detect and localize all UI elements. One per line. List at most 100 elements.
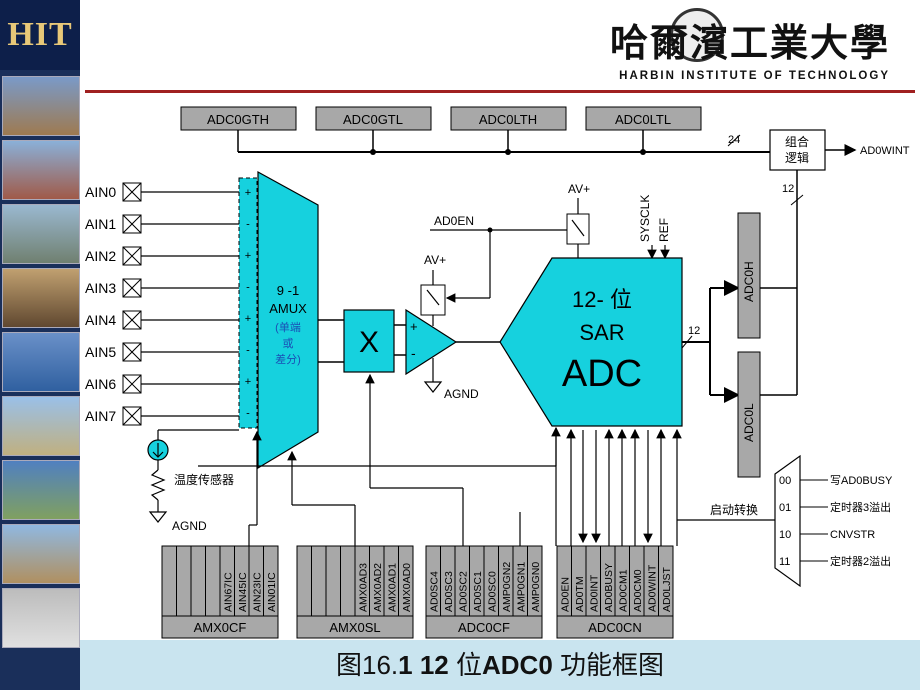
threshold-register-label: ADC0GTL bbox=[343, 112, 403, 127]
register-bit-label: AMP0GN1 bbox=[515, 562, 527, 612]
university-name-en: HARBIN INSTITUTE OF TECHNOLOGY bbox=[619, 70, 890, 82]
amux-title: 9 -1 bbox=[277, 283, 299, 298]
header-divider bbox=[85, 90, 915, 93]
analog-input-label: AIN6 bbox=[85, 376, 116, 392]
register-bit-label: AD0TM bbox=[574, 576, 586, 612]
sar-line3: ADC bbox=[562, 353, 642, 395]
university-name-cn: 哈爾濱工業大學 bbox=[609, 20, 890, 65]
ad0en-label: AD0EN bbox=[434, 214, 474, 228]
register-bit-label: AD0EN bbox=[559, 577, 571, 612]
mux-input-sign: + bbox=[245, 187, 251, 199]
mux-input-sign: + bbox=[245, 313, 251, 325]
register-bit-label: AD0SC4 bbox=[428, 571, 440, 612]
register-name: AMX0CF bbox=[194, 620, 247, 635]
threshold-register-label: ADC0LTL bbox=[615, 112, 671, 127]
sysclk-label: SYSCLK bbox=[638, 195, 652, 242]
temp-sensor-label: 温度传感器 bbox=[174, 472, 234, 487]
register-bit-label: AIN01IC bbox=[266, 572, 278, 612]
mux-input-sign: + bbox=[245, 376, 251, 388]
mux-source-label: 写AD0BUSY bbox=[830, 475, 893, 487]
register-bit-label: AIN67IC bbox=[222, 572, 234, 612]
register-name: AMX0SL bbox=[329, 620, 380, 635]
amp-plus: + bbox=[410, 319, 418, 334]
mux-source-label: 定时器2溢出 bbox=[830, 554, 891, 568]
bus-width-12: 12 bbox=[782, 183, 794, 195]
mux-input-sign: + bbox=[245, 250, 251, 262]
bus-width-12: 12 bbox=[688, 325, 700, 337]
amp-power-switch bbox=[420, 284, 446, 316]
campus-photo bbox=[2, 140, 80, 200]
sar-line2: SAR bbox=[579, 320, 624, 345]
amux-sub: 差分) bbox=[275, 352, 301, 366]
caption-prefix: 图16. bbox=[335, 650, 399, 680]
analog-input-label: AIN3 bbox=[85, 280, 116, 296]
combo-logic-label: 逻辑 bbox=[785, 151, 809, 165]
mux-input-sign: - bbox=[246, 282, 250, 294]
gain-x-block bbox=[343, 309, 395, 373]
amp-minus: - bbox=[411, 345, 416, 361]
agnd-sensor: AGND bbox=[172, 519, 207, 533]
campus-photo bbox=[2, 204, 80, 264]
mux-source-label: 定时器3溢出 bbox=[830, 500, 891, 514]
mux-input-sign: - bbox=[246, 345, 250, 357]
adc0h-register bbox=[737, 212, 761, 339]
analog-input-label: AIN1 bbox=[85, 216, 116, 232]
amux-sub: 或 bbox=[283, 337, 294, 350]
university-emblem bbox=[670, 8, 724, 62]
analog-input-label: AIN7 bbox=[85, 408, 116, 424]
analog-input-label: AIN4 bbox=[85, 312, 116, 328]
register-bit-label: AD0SC0 bbox=[486, 571, 498, 612]
bus-width-24: 24 bbox=[728, 134, 740, 146]
campus-photo bbox=[2, 460, 80, 520]
register-bit-label: AD0BUSY bbox=[603, 563, 615, 612]
register-bit-label: AMX0AD2 bbox=[372, 563, 384, 612]
caption-bold2: ADC0 bbox=[481, 650, 553, 680]
register-name: ADC0CF bbox=[458, 620, 510, 635]
university-header: 哈爾濱工業大學 HARBIN INSTITUTE OF TECHNOLOGY bbox=[520, 0, 920, 90]
sar-power-switch bbox=[566, 213, 590, 245]
ad0wint-output: AD0WINT bbox=[860, 145, 910, 157]
register-bit-label: AIN45IC bbox=[237, 572, 249, 612]
combo-logic-block bbox=[769, 129, 826, 171]
register-bit-label: AMX0AD3 bbox=[357, 563, 369, 612]
threshold-register-label: ADC0GTH bbox=[207, 112, 269, 127]
analog-input-label: AIN0 bbox=[85, 184, 116, 200]
adc0h-label: ADC0H bbox=[742, 261, 756, 302]
campus-photo bbox=[2, 268, 80, 328]
register-bit-label: AD0SC3 bbox=[443, 571, 455, 612]
register-bit-label: AMX0AD1 bbox=[386, 563, 398, 612]
mux-code-label: 00 bbox=[779, 475, 791, 487]
register-bit-label: AD0INT bbox=[588, 574, 600, 612]
ref-label: REF bbox=[657, 218, 671, 242]
mux-input-sign: - bbox=[246, 219, 250, 231]
av-plus-amp: AV+ bbox=[424, 253, 446, 267]
caption-suffix: 功能框图 bbox=[552, 650, 665, 680]
mux-sign-column bbox=[238, 177, 258, 429]
register-bit-label: AMP0GN2 bbox=[501, 562, 513, 612]
power-plug-photo bbox=[2, 588, 80, 648]
figure-caption: 图16.1 12 位ADC0 功能框图 bbox=[80, 640, 920, 690]
start-source-mux bbox=[774, 454, 801, 588]
analog-input-label: AIN2 bbox=[85, 248, 116, 264]
register-bit-label: AD0CM1 bbox=[617, 569, 629, 612]
adc0l-label: ADC0L bbox=[742, 403, 756, 442]
adc0l-register bbox=[737, 351, 761, 478]
start-conversion-label: 启动转换 bbox=[710, 502, 758, 517]
register-bit-label: AD0CM0 bbox=[632, 569, 644, 612]
hit-logo: HIT bbox=[0, 0, 80, 70]
sidebar: HIT bbox=[0, 0, 80, 690]
mux-code-label: 01 bbox=[779, 502, 791, 514]
register-bit-label: AMX0AD0 bbox=[401, 563, 413, 612]
mux-source-label: CNVSTR bbox=[830, 529, 875, 541]
campus-photo bbox=[2, 76, 80, 136]
amplifier bbox=[405, 308, 458, 376]
av-plus-sar: AV+ bbox=[568, 182, 590, 196]
caption-bold: 1 12 bbox=[398, 650, 456, 680]
mux-code-label: 11 bbox=[779, 556, 790, 568]
amux-name: AMUX bbox=[269, 301, 307, 316]
mux-input-sign: - bbox=[246, 408, 250, 420]
amux-block bbox=[257, 170, 319, 470]
campus-photo bbox=[2, 524, 80, 584]
